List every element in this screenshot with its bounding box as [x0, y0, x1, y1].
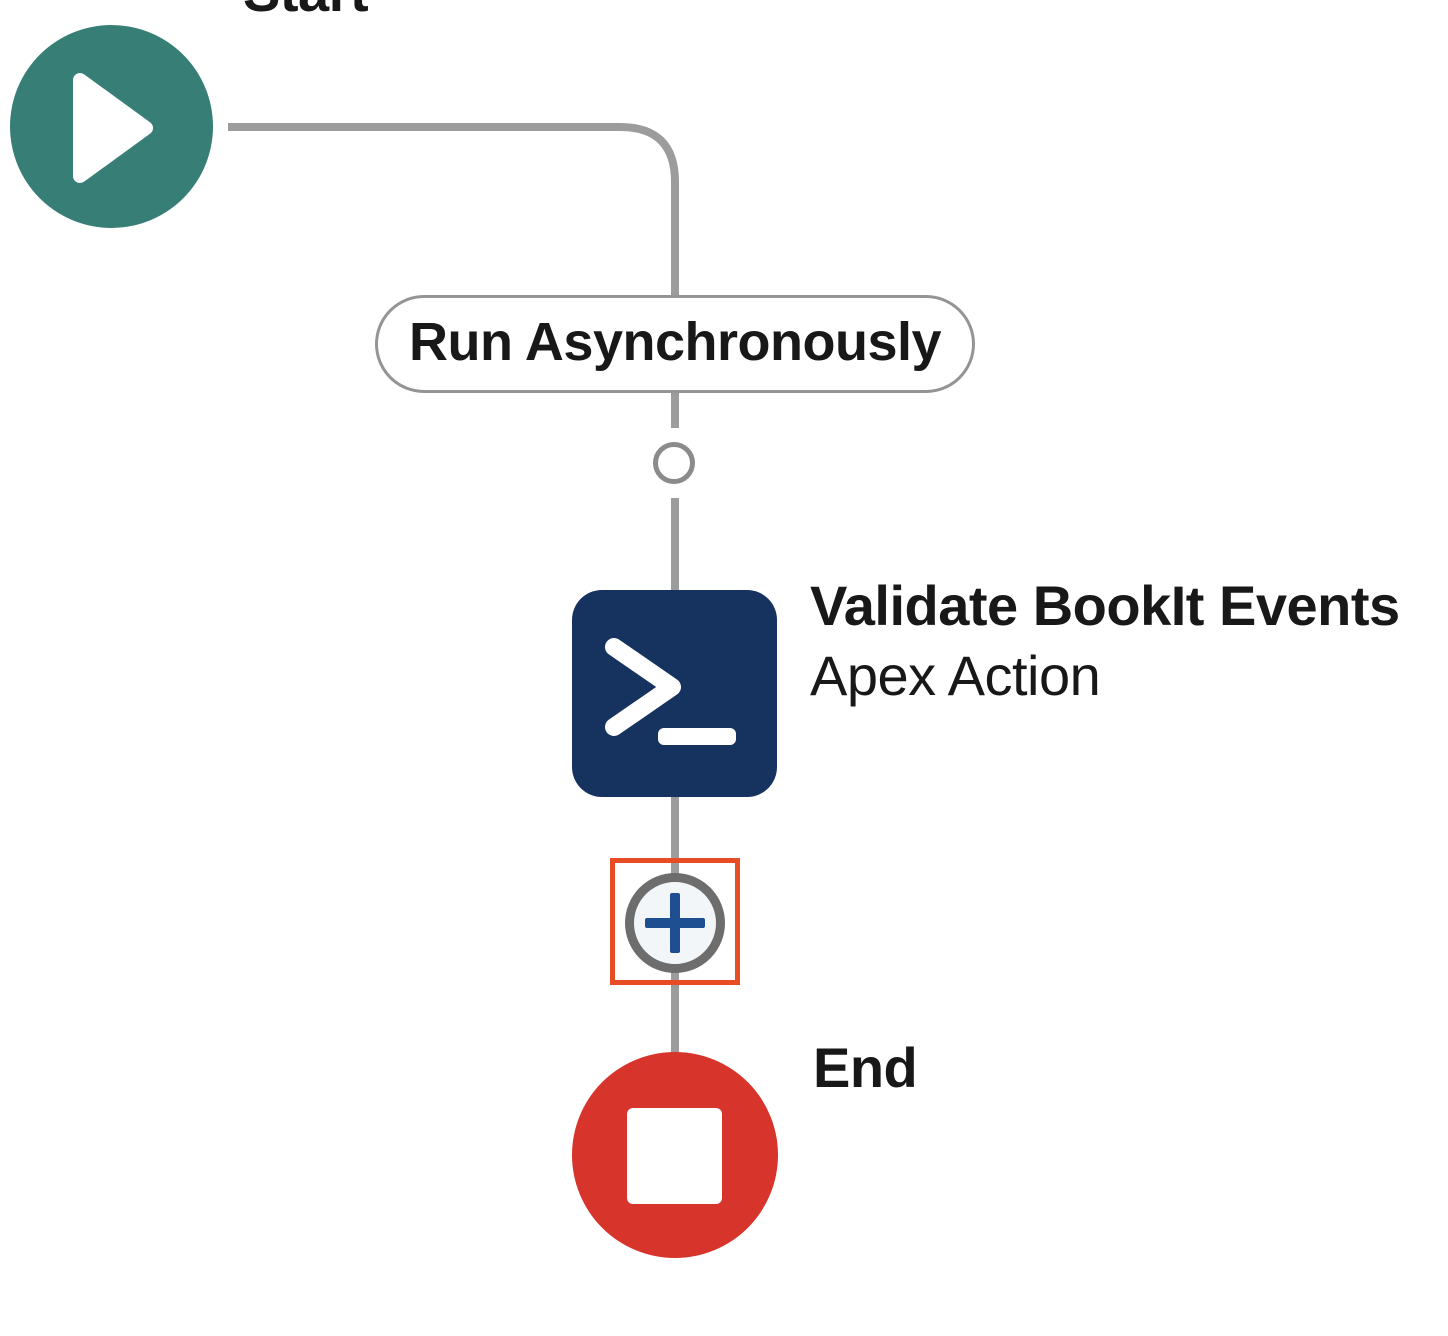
connector-start-to-badge	[228, 123, 679, 295]
start-node-button[interactable]	[10, 25, 213, 228]
run-asynchronously-label: Run Asynchronously	[408, 312, 942, 372]
play-icon	[73, 73, 153, 183]
apex-action-subtitle: Apex Action	[810, 644, 1101, 707]
end-node-label: End	[813, 1036, 918, 1099]
add-element-button[interactable]	[625, 873, 725, 973]
apex-action-title: Validate BookIt Events	[810, 574, 1400, 637]
terminal-icon	[605, 638, 736, 745]
plus-icon	[670, 893, 680, 953]
connector-waypoint-node[interactable]	[653, 442, 695, 484]
apex-action-node[interactable]	[572, 590, 777, 797]
run-asynchronously-badge[interactable]: Run Asynchronously	[375, 295, 975, 393]
apex-action-label: Validate BookIt Events Apex Action	[810, 571, 1400, 711]
stop-icon	[627, 1108, 722, 1204]
start-node-label: Start	[243, 0, 369, 20]
end-node-button[interactable]	[572, 1052, 778, 1258]
